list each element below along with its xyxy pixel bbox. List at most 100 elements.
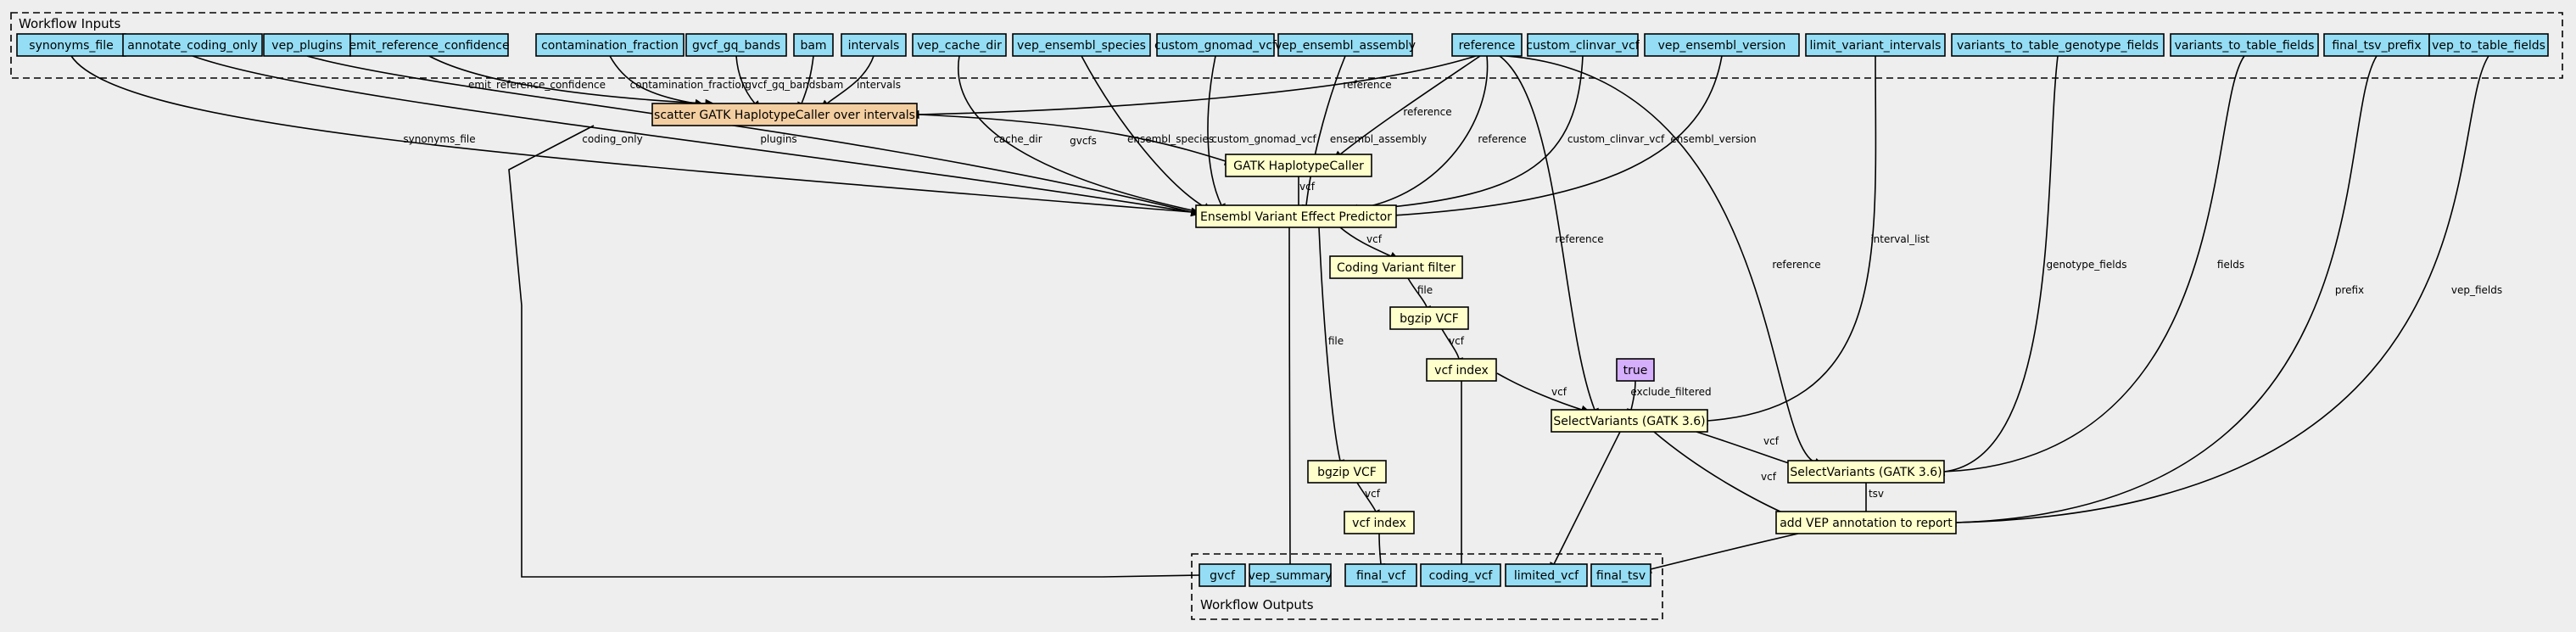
node-label: Coding Variant filter [1337, 261, 1456, 275]
input-node-contamination-fraction[interactable]: contamination_fraction [535, 33, 685, 57]
node-box [1389, 306, 1469, 330]
edge-line [958, 55, 1201, 213]
input-node-custom-gnomad-vcf[interactable]: custom_gnomad_vcf [1154, 33, 1277, 57]
step-node-true-const[interactable]: true [1616, 358, 1655, 382]
step-node-bgzip-coding[interactable]: bgzip VCF [1389, 306, 1469, 330]
edge-line [1630, 380, 1636, 411]
step-node-bgzip-vep[interactable]: bgzip VCF [1307, 460, 1387, 484]
input-node-custom-clinvar-vcf[interactable]: custom_clinvar_vcf [1526, 33, 1640, 57]
step-node-coding-filter[interactable]: Coding Variant filter [1329, 255, 1463, 279]
edge-label: prefix [2335, 284, 2364, 296]
node-label: custom_gnomad_vcf [1154, 39, 1277, 53]
node-label: Ensembl Variant Effect Predictor [1200, 210, 1392, 224]
step-node-vep[interactable]: Ensembl Variant Effect Predictor [1195, 204, 1397, 228]
edge-line [1696, 431, 1795, 466]
step-node-variants-to-table[interactable]: SelectVariants (GATK 3.6) [1787, 460, 1945, 484]
input-node-vep-plugins[interactable]: vep_plugins [263, 33, 351, 57]
input-node-vep-ensembl-species[interactable]: vep_ensembl_species [1012, 33, 1151, 57]
node-label: intervals [848, 39, 900, 53]
edge-label: vcf [1299, 181, 1316, 193]
step-node-select-variants[interactable]: SelectVariants (GATK 3.6) [1551, 409, 1708, 433]
node-label: vep_ensembl_version [1658, 39, 1786, 53]
edge-emit_reference_confidence-to-scatter_haplotypecaller: emit_reference_confidence [428, 55, 716, 109]
edge-line [1378, 533, 1382, 565]
node-label: final_tsv_prefix [2332, 39, 2421, 53]
edge-label: cache_dir [993, 133, 1042, 145]
step-node-index-coding[interactable]: vcf index [1426, 358, 1497, 382]
edge-label: gvcfs [1070, 135, 1097, 147]
input-node-annotate-coding-only[interactable]: annotate_coding_only [122, 33, 263, 57]
node-label: GATK HaplotypeCaller [1233, 159, 1364, 173]
node-label: gvcf_gq_bands [692, 39, 780, 53]
input-node-reference[interactable]: reference [1451, 33, 1523, 57]
edge-line [1707, 55, 1877, 422]
edge-line [1356, 55, 1489, 210]
input-node-vep-ensembl-version[interactable]: vep_ensembl_version [1644, 33, 1800, 57]
node-box [1451, 33, 1523, 57]
node-box [1775, 511, 1957, 534]
edge-label: file [1417, 284, 1433, 296]
node-label: vep_ensembl_species [1017, 39, 1146, 53]
node-label: vep_ensembl_assembly [1275, 39, 1416, 53]
edge-label: tsv [1869, 488, 1884, 500]
edge-label: emit_reference_confidence [468, 79, 606, 91]
input-node-gvcf-gq-bands[interactable]: gvcf_gq_bands [685, 33, 787, 57]
step-node-index-vep[interactable]: vcf index [1344, 511, 1415, 534]
node-box [685, 33, 787, 57]
input-node-vep-ensembl-assembly[interactable]: vep_ensembl_assembly [1275, 33, 1416, 57]
node-box [1951, 33, 2165, 57]
input-node-vep-cache-dir[interactable]: vep_cache_dir [912, 33, 1007, 57]
node-label: add VEP annotation to report [1780, 517, 1953, 530]
node-box [2170, 33, 2319, 57]
node-label: emit_reference_confidence [349, 39, 509, 53]
edge-label: vep_fields [2451, 284, 2502, 296]
node-label: SelectVariants (GATK 3.6) [1553, 415, 1705, 428]
input-node-vep-to-table-fields[interactable]: vep_to_table_fields [2428, 33, 2549, 57]
edge-label: contamination_fraction [630, 79, 748, 91]
edge-label: reference [1343, 79, 1391, 91]
edge-label: synonyms_file [403, 133, 475, 145]
edge-label: interval_list [1870, 233, 1930, 245]
input-node-final-tsv-prefix[interactable]: final_tsv_prefix [2323, 33, 2430, 57]
edge-label: fields [2217, 259, 2244, 271]
node-label: bgzip VCF [1400, 312, 1459, 326]
node-label: vep_plugins [271, 39, 342, 53]
output-node-final-tsv[interactable]: final_tsv [1590, 563, 1651, 587]
node-box [1344, 563, 1417, 587]
step-node-add-vep-report[interactable]: add VEP annotation to report [1775, 511, 1957, 534]
edge-label: vcf [1761, 471, 1777, 483]
node-label: coding_vcf [1429, 569, 1494, 583]
edge-label: reference [1772, 259, 1820, 271]
input-node-intervals[interactable]: intervals [841, 33, 907, 57]
input-node-variants-to-table-genotype-fields[interactable]: variants_to_table_genotype_fields [1951, 33, 2165, 57]
edge-label: gvcf_gq_bands [745, 79, 820, 91]
edge-line [801, 55, 814, 104]
edge-line [428, 55, 707, 104]
node-label: synonyms_file [29, 39, 113, 53]
edge-line [1318, 227, 1341, 461]
node-box [1590, 563, 1651, 587]
input-node-emit-reference-confidence[interactable]: emit_reference_confidence [349, 33, 510, 57]
input-node-variants-to-table-fields[interactable]: variants_to_table_fields [2170, 33, 2319, 57]
step-node-scatter-haplotypecaller[interactable]: scatter GATK HaplotypeCaller over interv… [651, 103, 918, 126]
node-label: vep_summary [1249, 569, 1333, 583]
input-node-synonyms-file[interactable]: synonyms_file [16, 33, 126, 57]
node-box [16, 33, 126, 57]
edge-line [1499, 55, 1595, 411]
node-box [1199, 563, 1246, 587]
input-node-limit-variant-intervals[interactable]: limit_variant_intervals [1805, 33, 1946, 57]
step-node-haplotypecaller[interactable]: GATK HaplotypeCaller [1225, 154, 1372, 177]
node-box [651, 103, 918, 126]
output-node-coding-vcf[interactable]: coding_vcf [1420, 563, 1501, 587]
node-box [841, 33, 907, 57]
input-node-bam[interactable]: bam [793, 33, 834, 57]
edge-line [1505, 55, 1816, 463]
output-node-vep-summary[interactable]: vep_summary [1249, 563, 1333, 587]
output-node-limited-vcf[interactable]: limited_vcf [1505, 563, 1588, 587]
output-node-gvcf[interactable]: gvcf [1199, 563, 1246, 587]
node-box [1505, 563, 1588, 587]
output-node-final-vcf[interactable]: final_vcf [1344, 563, 1417, 587]
node-label: limited_vcf [1514, 569, 1579, 583]
